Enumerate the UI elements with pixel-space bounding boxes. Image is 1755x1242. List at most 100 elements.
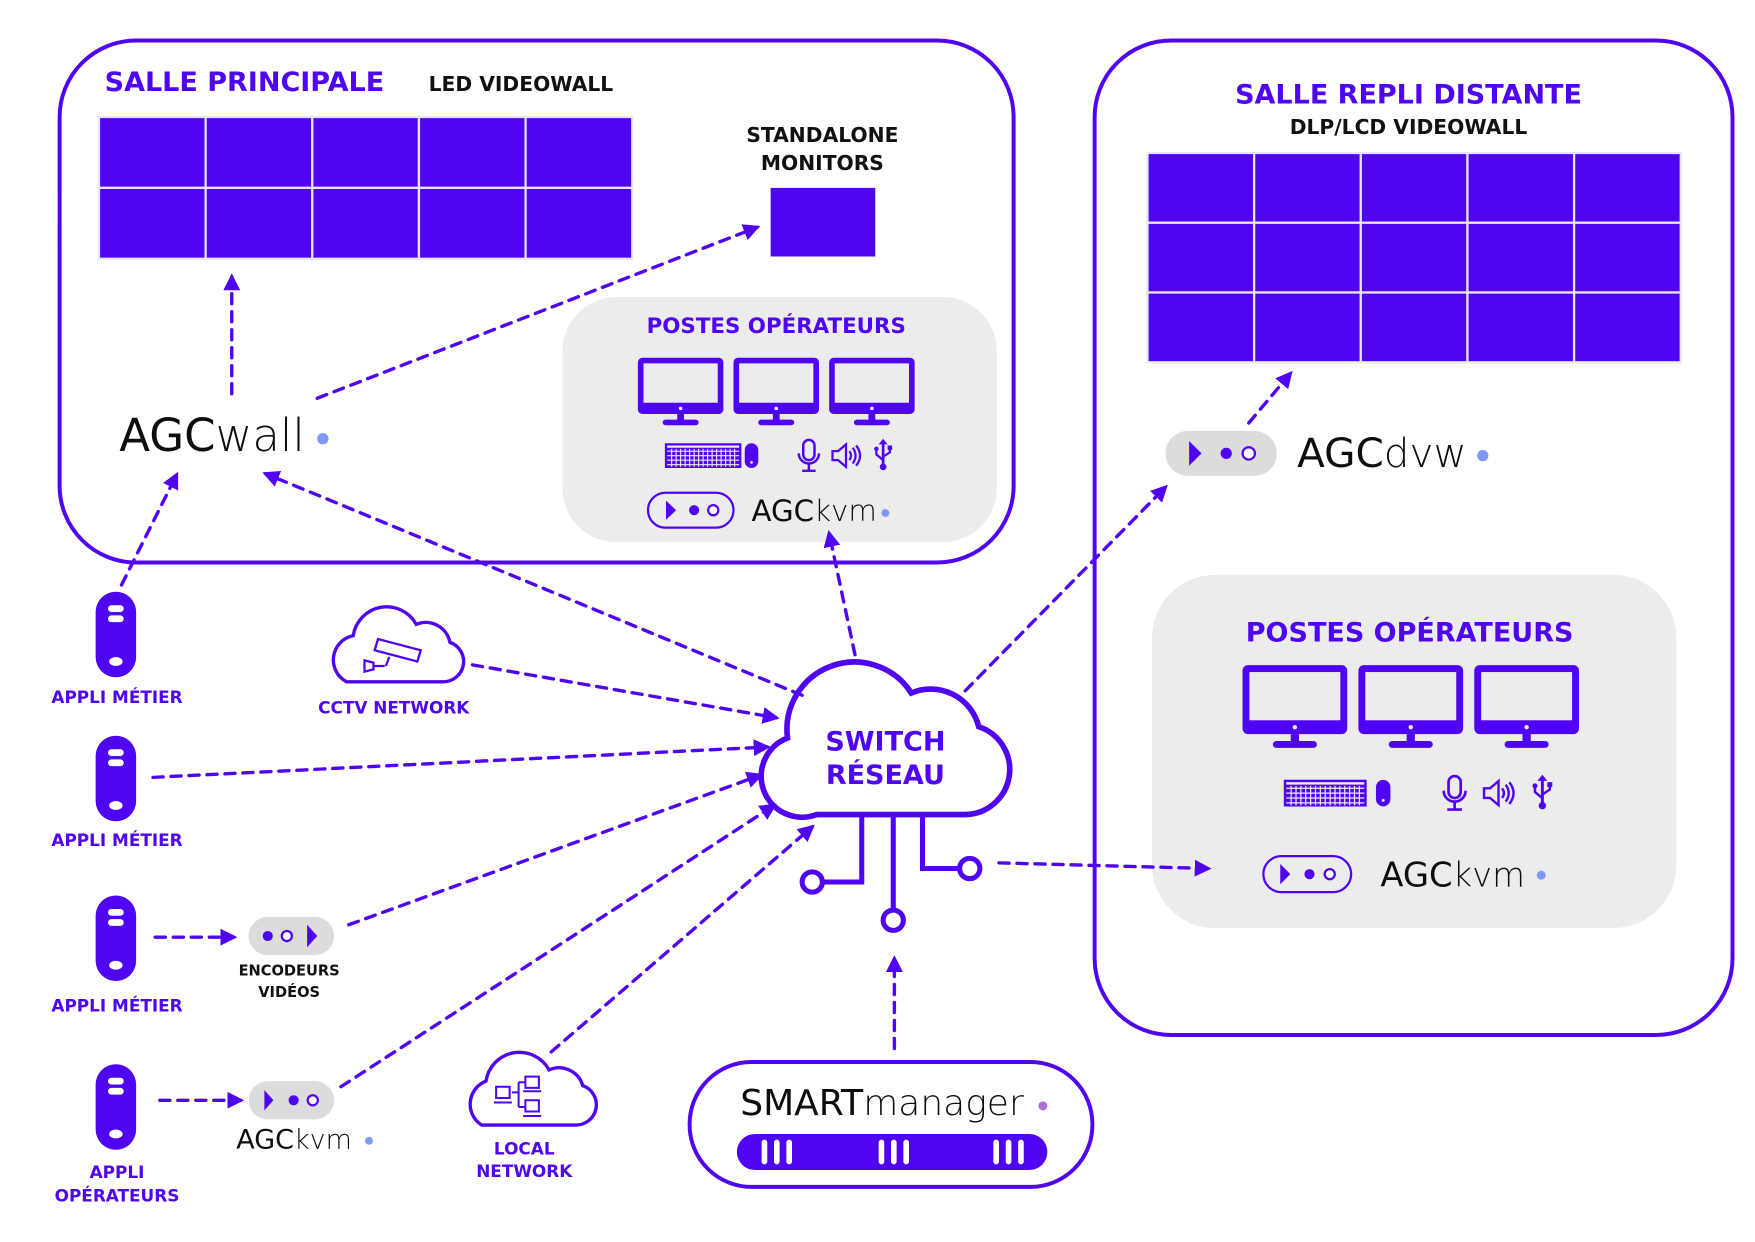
- mouse-icon: [1375, 779, 1391, 807]
- svg-text:SMARTmanager: SMARTmanager: [740, 1083, 1024, 1124]
- svg-text:AGCkvm: AGCkvm: [236, 1125, 352, 1156]
- keyboard-icon: [664, 442, 742, 469]
- agcdvw-device-icon: [1165, 430, 1277, 476]
- source-agckvm: AGCkvm: [236, 1081, 373, 1156]
- connector-agcwall-to-standalone: [315, 224, 761, 400]
- videowall-tile: [97, 186, 207, 260]
- agckvm-device-icon: [248, 1081, 335, 1120]
- agckvm-device-icon: [646, 491, 735, 529]
- connector-switch-to-agckvm-principale: [823, 529, 857, 657]
- local-network-label-line1: LOCAL: [494, 1138, 555, 1158]
- brand-dot-icon: [365, 1136, 373, 1145]
- source-appli-operateurs: APPLI OPÉRATEURS: [55, 1064, 180, 1206]
- videowall-tile: [204, 186, 314, 260]
- standalone-label-line2: MONITORS: [761, 151, 884, 175]
- connector-cctv-to-switch: [470, 663, 780, 724]
- connector-switch-to-agcdvw: [963, 484, 1168, 693]
- brand-dot-icon: [1477, 450, 1489, 462]
- source-label: APPLI MÉTIER: [51, 994, 182, 1015]
- svg-text:AGCdvw: AGCdvw: [1297, 429, 1466, 477]
- connector-source2-to-switch: [151, 739, 771, 780]
- camera-icon: [363, 637, 423, 674]
- encodeurs-label-line2: VIDÉOS: [258, 984, 320, 1001]
- connector-localnetwork-to-switch: [549, 824, 815, 1054]
- videowall-tile: [417, 115, 527, 189]
- videowall-tile: [1146, 151, 1256, 224]
- switch-label-line1: SWITCH: [825, 726, 945, 757]
- salle-principale-title: SALLE PRINCIPALE: [105, 67, 385, 98]
- postes-title: POSTES OPÉRATEURS: [1246, 616, 1574, 648]
- encodeurs-videos: ENCODEURS VIDÉOS: [239, 916, 340, 1001]
- local-network-label-line2: NETWORK: [476, 1161, 573, 1181]
- svg-text:AGCkvm: AGCkvm: [752, 494, 877, 528]
- connector-encodeurs-to-switch: [347, 771, 764, 927]
- videowall-tile: [1359, 221, 1469, 294]
- videowall-tile: [417, 186, 527, 260]
- connector-switch-to-agckvm-repli: [997, 859, 1212, 877]
- videowall-tile: [1572, 221, 1682, 294]
- agcdvw-suffix: dvw: [1384, 429, 1467, 477]
- source-label: APPLI MÉTIER: [51, 829, 182, 850]
- videowall-tile: [1253, 221, 1362, 294]
- agckvm-suffix: kvm: [294, 1125, 352, 1156]
- agckvm-prefix: AGC: [752, 494, 815, 528]
- smartmanager-suffix: manager: [863, 1083, 1024, 1124]
- brand-dot-icon: [1038, 1101, 1048, 1111]
- connector-agckvm-source-to-switch: [339, 803, 777, 1089]
- cctv-label: CCTV NETWORK: [318, 697, 470, 717]
- salle-repli-title: SALLE REPLI DISTANTE: [1235, 80, 1582, 111]
- led-videowall: [97, 115, 634, 260]
- agcwall-logo: AGCwall: [119, 409, 329, 462]
- videowall-tile: [97, 115, 207, 189]
- postes-operateurs-principale: POSTES OPÉRATEURS AGCkvm: [562, 297, 997, 543]
- agcdvw-logo: AGCdvw: [1165, 429, 1489, 477]
- videowall-tile: [1359, 291, 1469, 364]
- mouse-icon: [744, 443, 759, 468]
- server-icon: [95, 591, 137, 678]
- keyboard-icon: [1283, 779, 1368, 808]
- encoder-device-icon: [248, 916, 335, 956]
- connector-source1-to-agcwall: [119, 471, 179, 587]
- svg-text:AGCwall: AGCwall: [119, 409, 305, 462]
- dlp-videowall-label: DLP/LCD VIDEOWALL: [1290, 115, 1528, 139]
- agcwall-suffix: wall: [216, 409, 305, 462]
- source-appli-metier-3: APPLI MÉTIER: [51, 895, 183, 1015]
- videowall-tile: [1146, 291, 1256, 364]
- smartmanager-prefix: SMART: [740, 1083, 864, 1124]
- svg-text:AGCkvm: AGCkvm: [1380, 856, 1525, 895]
- smartmanager: SMARTmanager: [687, 1060, 1095, 1189]
- source-label: APPLI MÉTIER: [51, 686, 182, 707]
- standalone-label-line1: STANDALONE: [746, 123, 898, 147]
- switch-reseau: SWITCH RÉSEAU: [758, 659, 1013, 933]
- videowall-tile: [1466, 151, 1576, 224]
- network-ports-icon: [799, 816, 983, 933]
- videowall-tile: [1253, 151, 1362, 224]
- led-videowall-label: LED VIDEOWALL: [429, 72, 614, 96]
- agckvm-suffix: kvm: [1453, 856, 1525, 895]
- standalone-monitor: [770, 187, 876, 257]
- server-icon: [95, 895, 137, 981]
- server-icon: [95, 735, 137, 822]
- videowall-tile: [1572, 291, 1682, 364]
- agcwall-prefix: AGC: [119, 409, 215, 462]
- source-appli-metier-1: APPLI MÉTIER: [51, 591, 183, 707]
- brand-dot-icon: [317, 433, 329, 445]
- brand-dot-icon: [881, 509, 890, 517]
- videowall-tile: [1572, 151, 1682, 224]
- encodeurs-label-line1: ENCODEURS: [239, 962, 340, 979]
- source-label-line2: OPÉRATEURS: [55, 1185, 180, 1206]
- cctv-network: CCTV NETWORK: [318, 605, 470, 717]
- local-network: LOCAL NETWORK: [468, 1050, 599, 1181]
- videowall-tile: [1466, 221, 1576, 294]
- videowall-tile: [524, 186, 634, 260]
- agcdvw-prefix: AGC: [1297, 429, 1384, 477]
- videowall-tile: [1466, 291, 1576, 364]
- agckvm-prefix: AGC: [236, 1125, 294, 1156]
- agckvm-prefix: AGC: [1380, 856, 1452, 895]
- dlp-lcd-videowall: [1146, 151, 1682, 364]
- source-appli-metier-2: APPLI MÉTIER: [51, 735, 183, 850]
- videowall-tile: [1253, 291, 1362, 364]
- brand-dot-icon: [1536, 870, 1546, 880]
- videowall-tile: [1146, 221, 1256, 294]
